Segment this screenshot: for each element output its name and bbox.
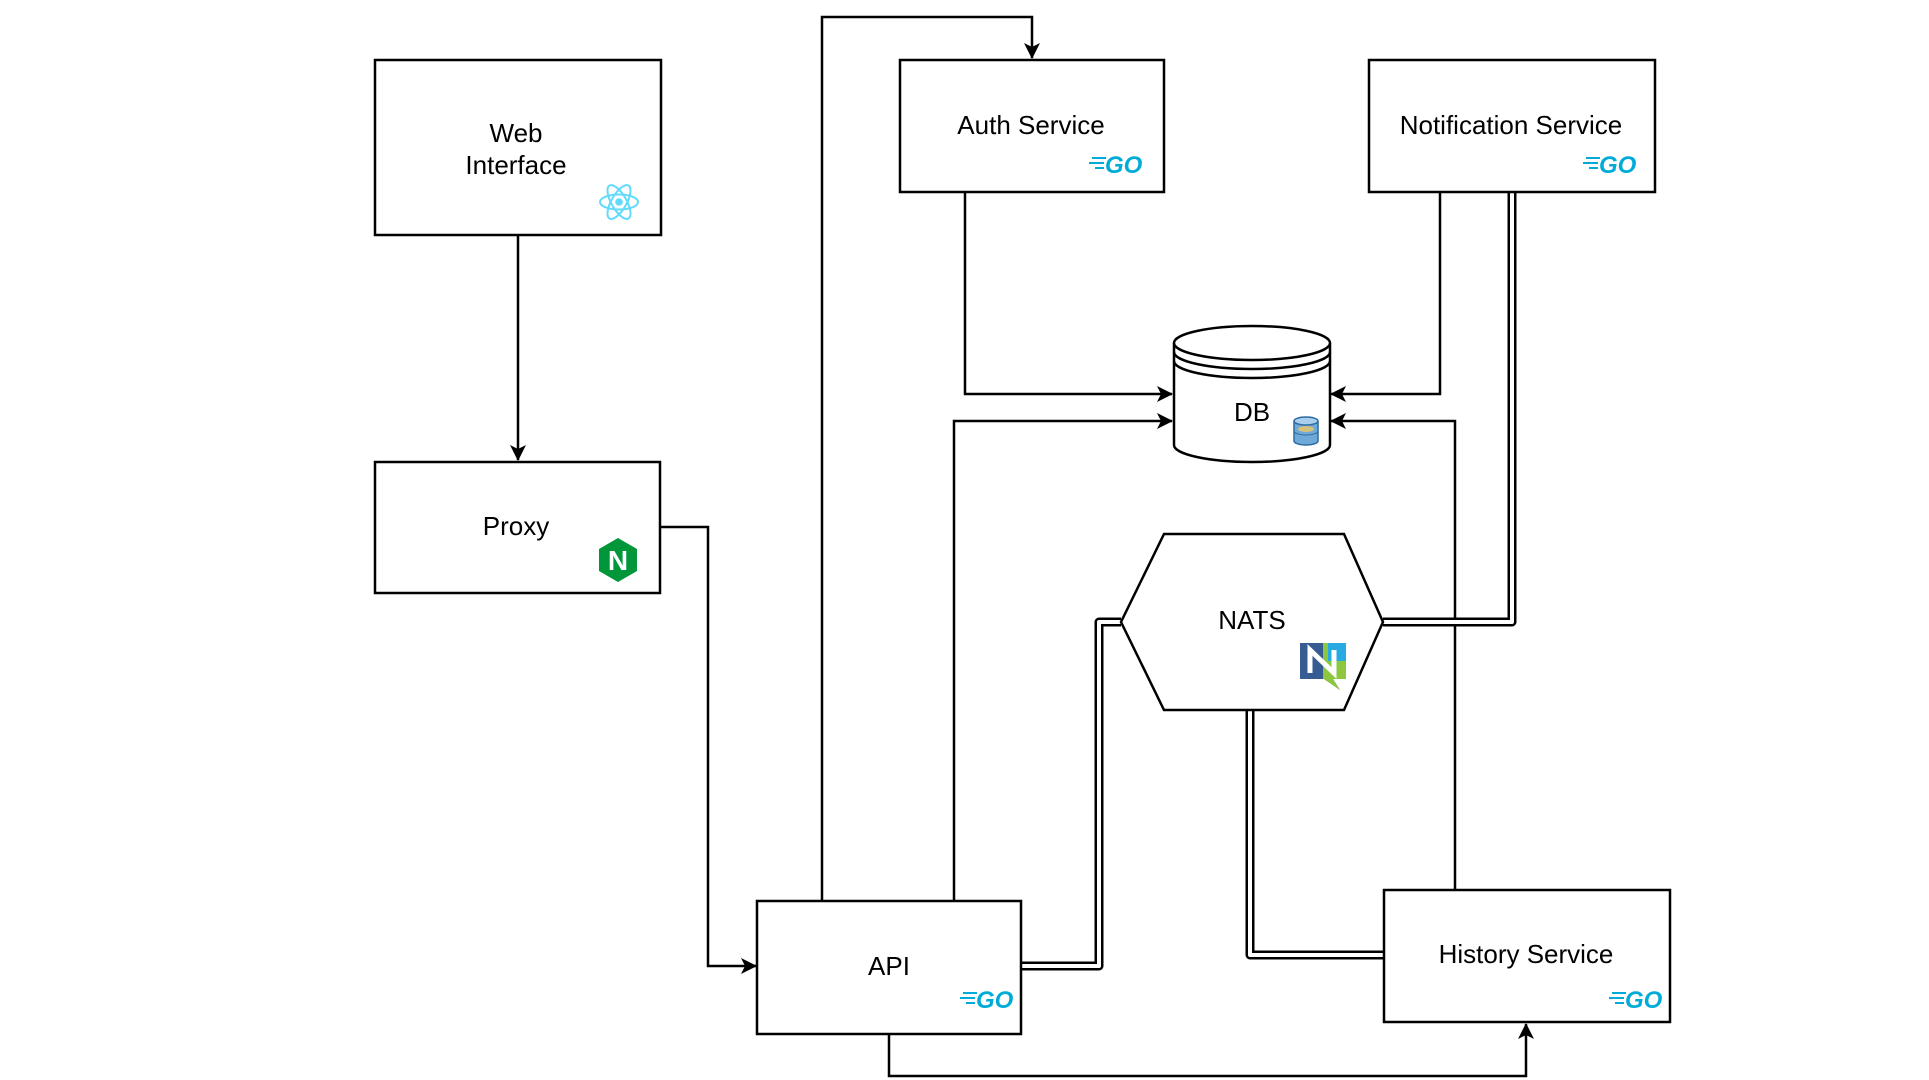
- nginx-icon: N: [599, 538, 637, 582]
- go-icon: GO: [960, 987, 1014, 1014]
- api-label: API: [868, 951, 910, 981]
- edge-history-to-db: [1330, 413, 1457, 890]
- proxy-label: Proxy: [483, 511, 549, 541]
- go-icon-text: GO: [1105, 152, 1143, 179]
- go-icon-text: GO: [1625, 987, 1663, 1014]
- edge-api-to-history: [887, 1023, 1534, 1078]
- edge-notification-to-db: [1330, 192, 1442, 402]
- node-web-interface[interactable]: Web Interface: [373, 58, 663, 237]
- nats-icon: [1300, 643, 1346, 690]
- link-api-nats: [1021, 617, 1121, 971]
- nginx-icon-letter: N: [608, 545, 628, 576]
- node-notification-service[interactable]: Notification Service GO: [1367, 58, 1657, 194]
- go-icon: GO: [1609, 987, 1663, 1014]
- edge-proxy-to-api: [660, 525, 757, 974]
- nats-label: NATS: [1218, 605, 1285, 635]
- go-icon-text: GO: [976, 987, 1014, 1014]
- edge-api-to-db: [952, 413, 1173, 900]
- go-icon-text: GO: [1599, 152, 1637, 179]
- node-history-service[interactable]: History Service GO: [1382, 888, 1672, 1024]
- node-nats[interactable]: NATS: [1119, 532, 1385, 712]
- edge-api-to-auth: [820, 15, 1040, 900]
- link-nats-history: [1245, 710, 1383, 960]
- node-proxy[interactable]: Proxy N: [373, 460, 662, 595]
- node-auth-service[interactable]: Auth Service GO: [898, 58, 1166, 194]
- node-api[interactable]: API GO: [755, 899, 1023, 1036]
- go-icon: GO: [1583, 152, 1637, 179]
- node-db[interactable]: DB: [1172, 324, 1332, 464]
- web-interface-label-line2: Interface: [465, 150, 566, 180]
- notification-service-label: Notification Service: [1400, 110, 1623, 140]
- database-icon: [1293, 416, 1319, 446]
- go-icon: GO: [1089, 152, 1143, 179]
- db-label: DB: [1234, 397, 1270, 427]
- history-service-label: History Service: [1439, 939, 1614, 969]
- auth-service-label: Auth Service: [957, 110, 1104, 140]
- edges: [510, 15, 1534, 1078]
- web-interface-label-line1: Web: [490, 118, 543, 148]
- edge-auth-to-db: [963, 192, 1173, 402]
- link-nats-notification: [1383, 192, 1517, 627]
